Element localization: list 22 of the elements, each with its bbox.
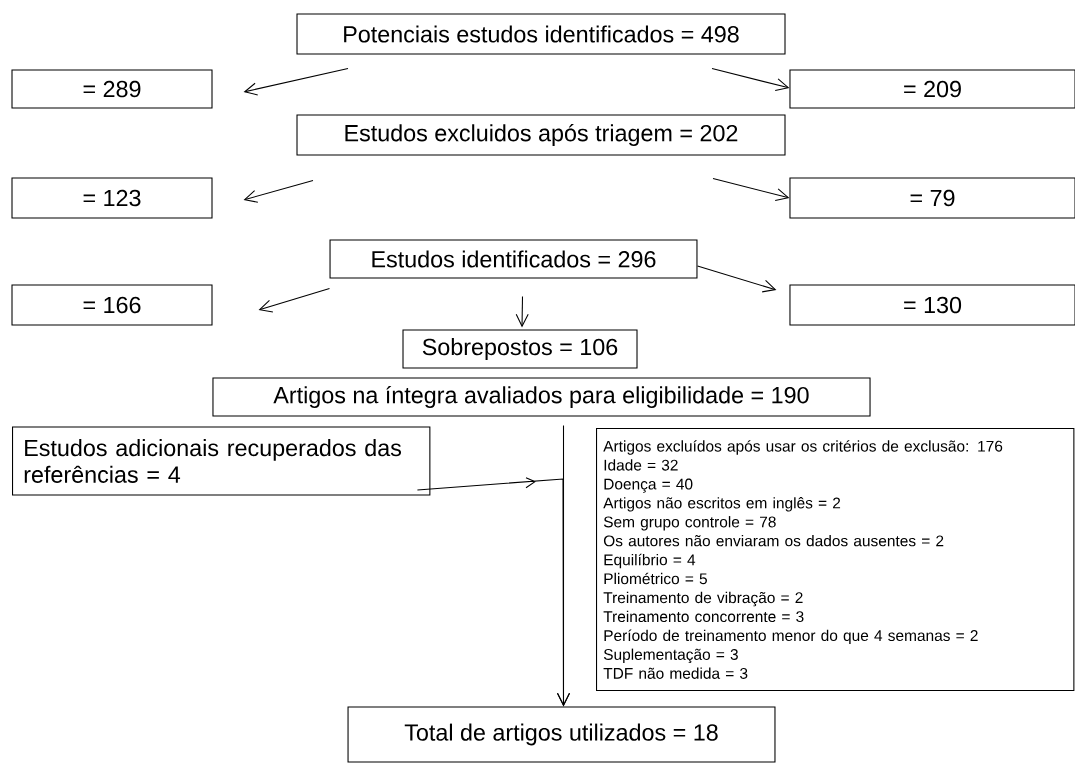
process-box: Estudos identificados = 296 [329,239,698,279]
process-box: = 289 [11,69,213,109]
arrow [258,288,331,313]
process-box: = 123 [11,177,213,219]
arrow [416,477,570,707]
process-box: = 209 [789,69,1075,109]
process-box: Estudos excluidos após triagem = 202 [296,114,786,156]
arrow [712,178,790,202]
arrow [515,296,529,328]
process-box: = 166 [11,284,213,326]
arrow [696,265,777,293]
arrow [243,180,314,203]
process-box: Sobrepostos = 106 [402,329,638,369]
arrow [711,68,790,92]
exclusion-list-box: Artigos excluídos após usar os critérios de exclusão: 176 Idade = 32 Doença = 40 Artigos não escritos em inglês = 2 Sem grupo controle = 78 Os autores não enviaram os dados ausentes = 2 Equilíbrio = 4 Pliométrico = 5 Treinamento de vibração = 2 Treinamento concorrente = 3 Período de treinamento menor do que 4 semanas = 2 Suplementação = 3 TDF não medida = 3 [596,428,1075,692]
process-box: Total de artigos utilizados = 18 [347,706,776,763]
process-box: = 79 [789,177,1075,219]
process-box: Estudos adicionais recuperados das referências = 4 [12,426,431,496]
process-box: Artigos na íntegra avaliados para eligibilidade = 190 [212,377,871,417]
process-box: = 130 [789,284,1075,326]
process-box: Potenciais estudos identificados = 498 [296,13,786,55]
arrow [243,68,349,96]
